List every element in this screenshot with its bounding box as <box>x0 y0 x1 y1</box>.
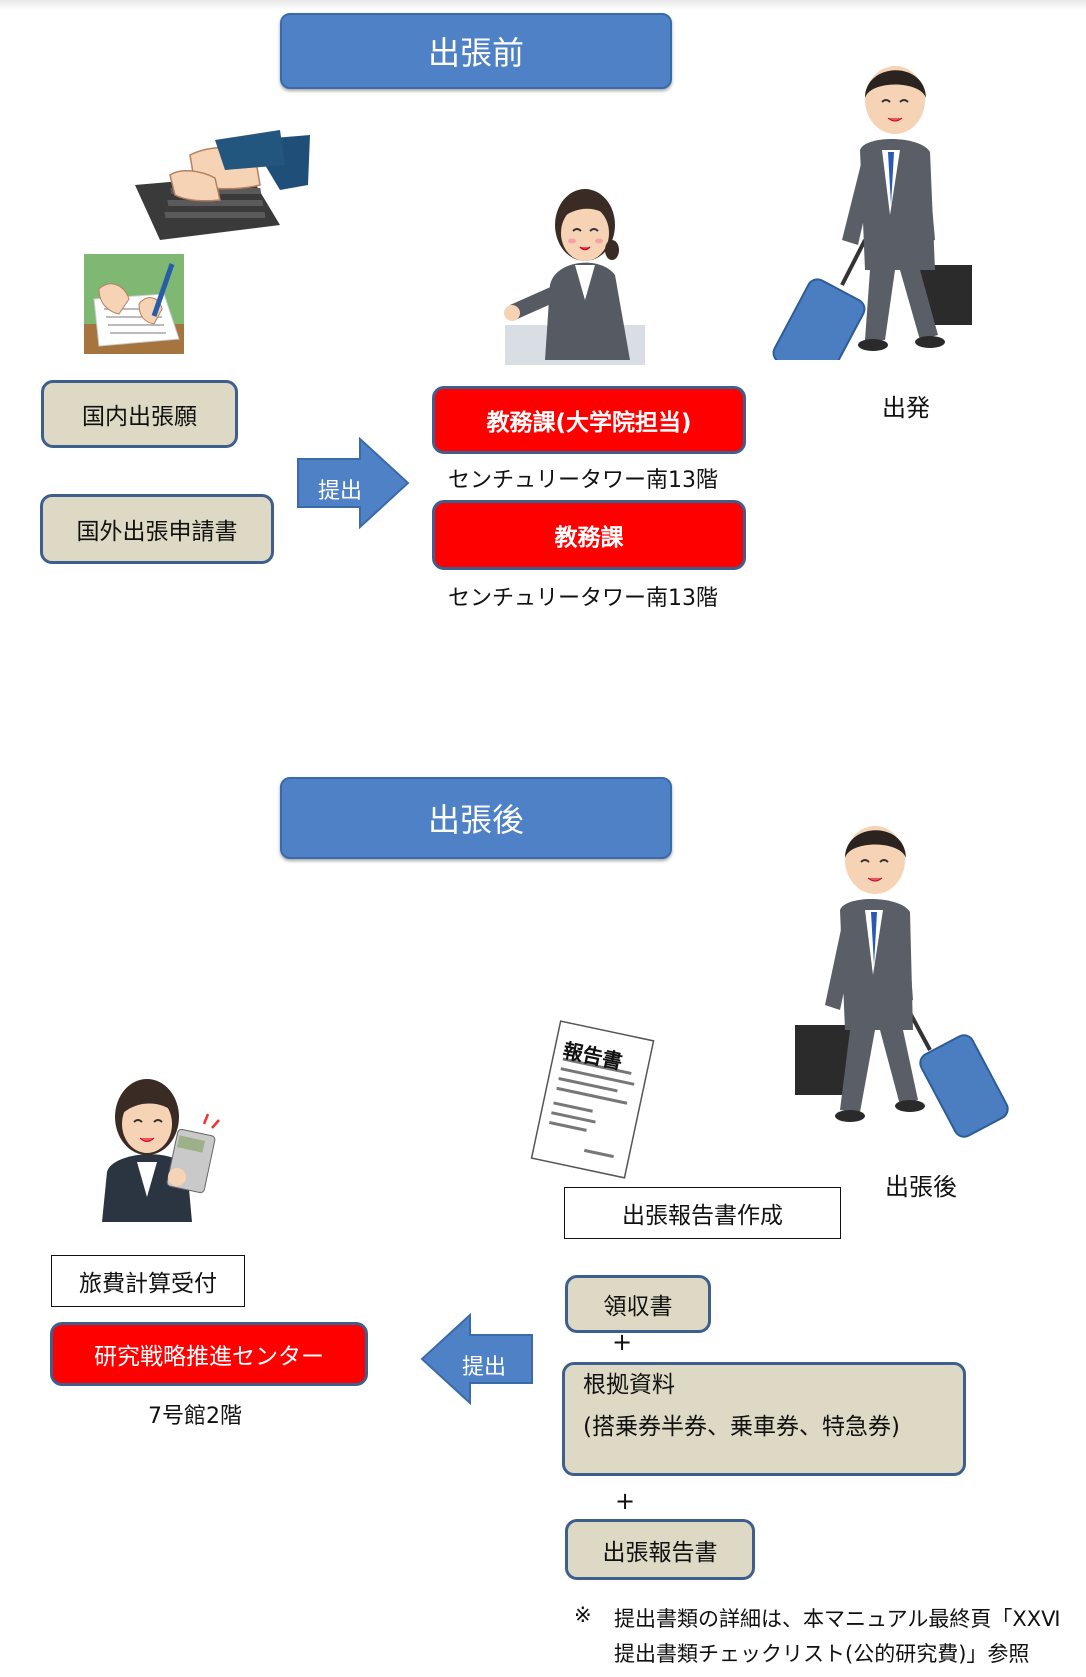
departure-label: 出発 <box>882 394 930 422</box>
overseas-trip-application-form: 国外出張申請書 <box>40 494 274 564</box>
office-academic-affairs-label: 教務課 <box>554 525 624 551</box>
travel-expense-reception-label: 旅費計算受付 <box>79 1271 217 1297</box>
supporting-docs-detail: (搭乗券半券、乗車券、特急券) <box>583 1414 900 1440</box>
after-trip-label: 出張後 <box>885 1173 957 1201</box>
office-academic-affairs: 教務課 <box>432 500 746 570</box>
create-report-label: 出張報告書作成 <box>622 1203 783 1229</box>
plus-sign-1: + <box>612 1328 633 1356</box>
submit-arrow-left-label: 提出 <box>462 1355 507 1380</box>
receipt-box: 領収書 <box>565 1275 711 1333</box>
research-strategy-center-location: 7号館2階 <box>148 1404 242 1429</box>
office-graduate-affairs-label: 教務課(大学院担当) <box>486 410 692 436</box>
domestic-trip-request-label: 国内出張願 <box>82 404 197 430</box>
office-academic-affairs-location: センチュリータワー南13階 <box>448 586 718 611</box>
report-document-illustration <box>530 1020 655 1179</box>
supporting-docs-label: 根拠資料 <box>583 1372 675 1398</box>
office-graduate-affairs-location: センチュリータワー南13階 <box>448 468 718 493</box>
submit-arrow-right-label: 提出 <box>318 479 363 504</box>
research-strategy-center-box: 研究戦略推進センター <box>50 1322 368 1386</box>
footnote-line-2: 提出書類チェックリスト(公的研究費)」参照 <box>614 1642 1030 1666</box>
submit-arrow-left <box>420 1313 533 1405</box>
submit-arrow-right <box>297 437 410 529</box>
supporting-docs-box: 根拠資料 (搭乗券半券、乗車券、特急券) <box>562 1362 966 1476</box>
overseas-trip-application-label: 国外出張申請書 <box>76 519 238 545</box>
keyboard-typing-illustration <box>135 130 310 240</box>
before-header-label: 出張前 <box>427 34 524 72</box>
domestic-trip-request-form: 国内出張願 <box>41 380 238 448</box>
footnote-line-1: 提出書類の詳細は、本マニュアル最終頁「ⅩⅩⅥ <box>614 1607 1061 1631</box>
trip-report-label: 出張報告書 <box>602 1539 718 1566</box>
traveler-departing-illustration <box>772 66 972 360</box>
travel-expense-reception-box: 旅費計算受付 <box>51 1255 245 1307</box>
traveler-returning-illustration <box>795 826 1009 1138</box>
plus-sign-2: + <box>615 1487 636 1515</box>
after-header-label: 出張後 <box>427 801 524 839</box>
trip-report-box: 出張報告書 <box>565 1519 755 1580</box>
research-strategy-center-label: 研究戦略推進センター <box>94 1344 324 1370</box>
create-report-box: 出張報告書作成 <box>564 1187 841 1239</box>
office-graduate-affairs: 教務課(大学院担当) <box>432 386 746 454</box>
writing-document-illustration <box>84 254 184 354</box>
clerk-woman-illustration <box>504 189 645 365</box>
after-header: 出張後 <box>280 777 672 859</box>
receipt-label: 領収書 <box>603 1294 673 1320</box>
before-header: 出張前 <box>280 13 672 89</box>
calculator-clerk-illustration <box>102 1079 220 1222</box>
top-divider <box>0 0 1086 10</box>
footnote-mark: ※ <box>574 1603 592 1627</box>
